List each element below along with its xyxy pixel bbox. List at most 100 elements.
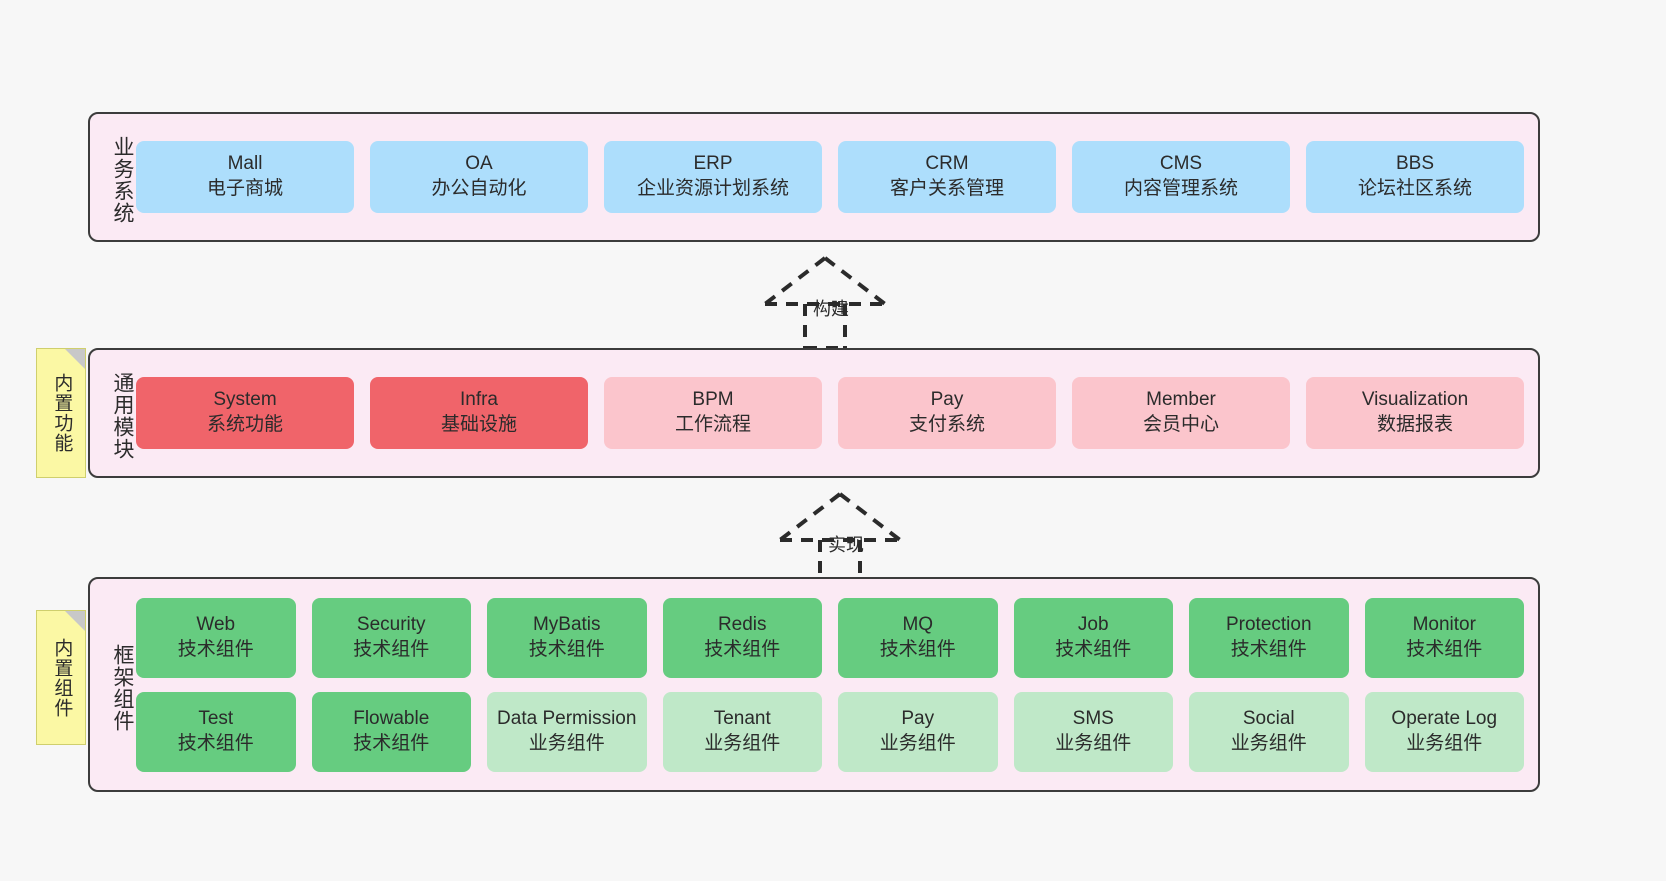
node-test[interactable]: Test 技术组件 xyxy=(136,691,296,772)
node-operate-log-en: Operate Log xyxy=(1391,707,1498,729)
node-operate-log-cn: 业务组件 xyxy=(1406,732,1483,754)
connector-implement: 实现 xyxy=(760,488,940,588)
node-mall-cn: 电子商城 xyxy=(206,178,283,199)
node-data-permission-cn: 业务组件 xyxy=(528,732,605,754)
layer-business-title: 业务系统 xyxy=(111,136,134,224)
node-erp-en: ERP xyxy=(693,153,733,175)
node-monitor[interactable]: Monitor 技术组件 xyxy=(1364,597,1524,678)
node-test-en: Test xyxy=(198,707,234,729)
node-security[interactable]: Security 技术组件 xyxy=(311,597,471,678)
node-job-en: Job xyxy=(1077,613,1109,635)
layer-modules-body: System 系统功能 Infra 基础设施 BPM 工作流程 Pay 支付系统… xyxy=(134,350,1538,476)
node-cms-en: CMS xyxy=(1159,153,1203,175)
node-oa-cn: 办公自动化 xyxy=(431,178,527,199)
node-member-cn: 会员中心 xyxy=(1142,414,1219,435)
framework-biz-row: Test 技术组件 Flowable 技术组件 Data Permission … xyxy=(136,691,1524,772)
node-erp[interactable]: ERP 企业资源计划系统 xyxy=(604,141,822,213)
node-social-en: Social xyxy=(1242,707,1295,729)
node-oa-en: OA xyxy=(465,153,493,175)
node-test-cn: 技术组件 xyxy=(177,732,254,754)
node-data-permission-en: Data Permission xyxy=(497,707,637,729)
node-infra-en: Infra xyxy=(459,389,499,411)
framework-tech-row: Web 技术组件 Security 技术组件 MyBatis 技术组件 Redi… xyxy=(136,597,1524,678)
node-job[interactable]: Job 技术组件 xyxy=(1013,597,1173,678)
connector-build-label: 构建 xyxy=(813,299,849,319)
note-builtin-components-label: 内置组件 xyxy=(51,637,73,718)
node-pay-component-cn: 业务组件 xyxy=(879,732,956,754)
node-mybatis[interactable]: MyBatis 技术组件 xyxy=(487,597,647,678)
node-crm[interactable]: CRM 客户关系管理 xyxy=(838,141,1056,213)
node-bpm[interactable]: BPM 工作流程 xyxy=(604,377,822,449)
node-system-en: System xyxy=(213,389,277,411)
node-mybatis-en: MyBatis xyxy=(532,613,601,635)
node-sms[interactable]: SMS 业务组件 xyxy=(1013,691,1173,772)
node-mq-cn: 技术组件 xyxy=(879,638,956,660)
node-sms-cn: 业务组件 xyxy=(1055,732,1132,754)
node-bbs-en: BBS xyxy=(1395,153,1435,175)
common-modules-row: System 系统功能 Infra 基础设施 BPM 工作流程 Pay 支付系统… xyxy=(136,377,1524,449)
connector-build: 构建 xyxy=(745,252,925,352)
node-member-en: Member xyxy=(1146,389,1216,411)
node-tenant[interactable]: Tenant 业务组件 xyxy=(662,691,822,772)
node-bbs-cn: 论坛社区系统 xyxy=(1357,178,1472,199)
node-sms-en: SMS xyxy=(1072,707,1114,729)
node-social[interactable]: Social 业务组件 xyxy=(1189,691,1349,772)
node-system[interactable]: System 系统功能 xyxy=(136,377,354,449)
connector-implement-dashed-arrow xyxy=(778,492,902,586)
node-redis-en: Redis xyxy=(717,613,767,635)
node-oa[interactable]: OA 办公自动化 xyxy=(370,141,588,213)
node-member[interactable]: Member 会员中心 xyxy=(1072,377,1290,449)
node-tenant-cn: 业务组件 xyxy=(704,732,781,754)
node-infra[interactable]: Infra 基础设施 xyxy=(370,377,588,449)
node-pay-component-en: Pay xyxy=(901,707,935,729)
node-visualization[interactable]: Visualization 数据报表 xyxy=(1306,377,1524,449)
note-builtin-features-label: 内置功能 xyxy=(51,373,73,453)
node-tenant-en: Tenant xyxy=(713,707,771,729)
node-web[interactable]: Web 技术组件 xyxy=(136,597,296,678)
layer-framework-title: 框架组件 xyxy=(111,643,134,732)
layer-common-modules: 通用模块 System 系统功能 Infra 基础设施 BPM 工作流程 Pay… xyxy=(88,348,1540,478)
node-mall[interactable]: Mall 电子商城 xyxy=(136,141,354,213)
node-operate-log[interactable]: Operate Log 业务组件 xyxy=(1364,691,1524,772)
node-pay-module[interactable]: Pay 支付系统 xyxy=(838,377,1056,449)
node-monitor-cn: 技术组件 xyxy=(1406,638,1483,660)
node-flowable-cn: 技术组件 xyxy=(353,732,430,754)
node-monitor-en: Monitor xyxy=(1412,613,1476,635)
node-crm-cn: 客户关系管理 xyxy=(889,178,1004,199)
node-flowable[interactable]: Flowable 技术组件 xyxy=(311,691,471,772)
node-redis-cn: 技术组件 xyxy=(704,638,781,660)
node-bpm-en: BPM xyxy=(692,389,734,411)
node-bbs[interactable]: BBS 论坛社区系统 xyxy=(1306,141,1524,213)
node-system-cn: 系统功能 xyxy=(206,414,283,435)
node-bpm-cn: 工作流程 xyxy=(674,414,751,435)
layer-business-systems: 业务系统 Mall 电子商城 OA 办公自动化 ERP 企业资源计划系统 CRM… xyxy=(88,112,1540,242)
node-protection-en: Protection xyxy=(1225,613,1312,635)
layer-business-body: Mall 电子商城 OA 办公自动化 ERP 企业资源计划系统 CRM 客户关系… xyxy=(134,114,1538,240)
node-web-cn: 技术组件 xyxy=(177,638,254,660)
node-pay-component[interactable]: Pay 业务组件 xyxy=(838,691,998,772)
node-pay-module-cn: 支付系统 xyxy=(908,414,985,435)
node-crm-en: CRM xyxy=(925,153,969,175)
node-visualization-en: Visualization xyxy=(1361,389,1469,411)
node-mall-en: Mall xyxy=(227,153,263,175)
node-mq[interactable]: MQ 技术组件 xyxy=(838,597,998,678)
node-protection-cn: 技术组件 xyxy=(1230,638,1307,660)
node-erp-cn: 企业资源计划系统 xyxy=(636,178,789,199)
node-redis[interactable]: Redis 技术组件 xyxy=(662,597,822,678)
node-mybatis-cn: 技术组件 xyxy=(528,638,605,660)
node-data-permission[interactable]: Data Permission 业务组件 xyxy=(487,691,647,772)
node-cms[interactable]: CMS 内容管理系统 xyxy=(1072,141,1290,213)
node-visualization-cn: 数据报表 xyxy=(1376,414,1453,435)
note-builtin-features: 内置功能 xyxy=(36,348,86,478)
node-mq-en: MQ xyxy=(902,613,934,635)
node-infra-cn: 基础设施 xyxy=(440,414,517,435)
node-social-cn: 业务组件 xyxy=(1230,732,1307,754)
note-builtin-components: 内置组件 xyxy=(36,610,86,745)
node-flowable-en: Flowable xyxy=(353,707,430,729)
node-pay-module-en: Pay xyxy=(930,389,964,411)
node-protection[interactable]: Protection 技术组件 xyxy=(1189,597,1349,678)
connector-build-dashed-arrow xyxy=(763,256,887,350)
layer-modules-title: 通用模块 xyxy=(111,372,134,460)
layer-framework-components: 框架组件 Web 技术组件 Security 技术组件 MyBatis 技术组件… xyxy=(88,577,1540,792)
